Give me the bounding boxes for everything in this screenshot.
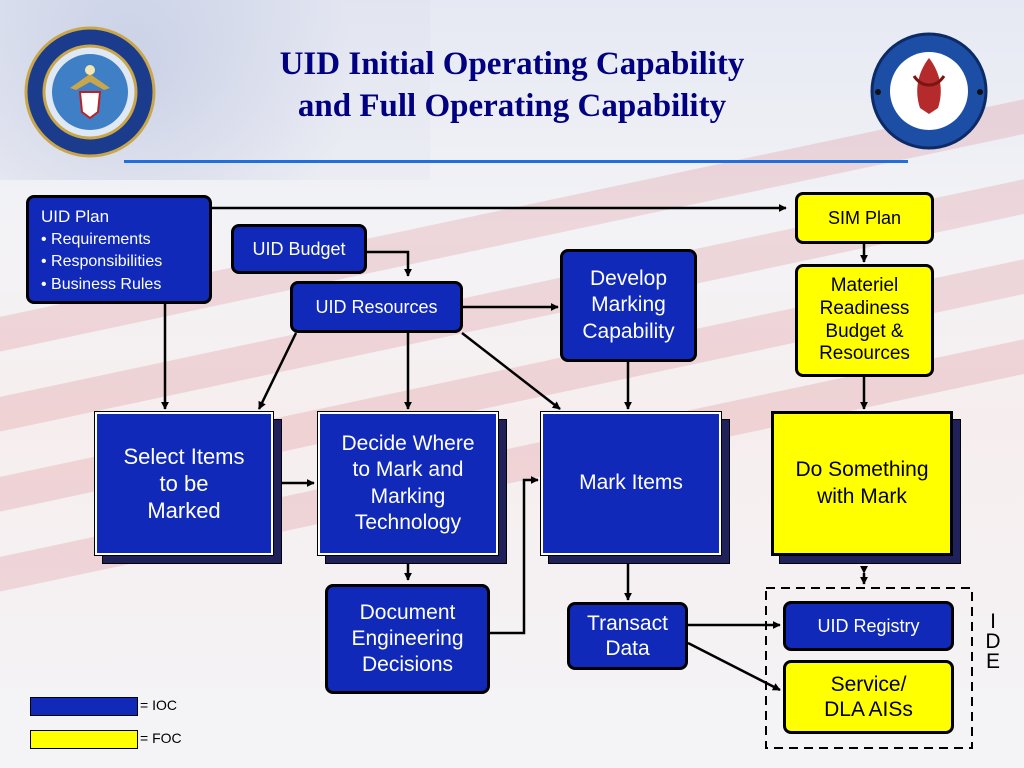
arrow-resources-to-select [257,332,298,410]
uid-plan-box: UID Plan • Requirements • Responsibiliti… [26,195,212,304]
uid-plan-bullet: • Responsibilities [41,253,163,271]
transact-data-box: Transact Data [567,602,688,670]
arrow-resources-to-mark [461,332,561,410]
uid-budget-box: UID Budget [231,224,367,274]
materiel-line: Budget & [825,320,904,342]
department-of-defense-seal-icon [24,26,156,158]
materiel-line: Readiness [819,297,910,319]
mark-items-label: Mark Items [579,471,683,495]
decide-where-line: Decide Where [341,432,475,456]
develop-marking-line: Capability [582,319,675,343]
decide-where-line: to Mark and [352,458,464,482]
do-something-line: Do Something [795,458,929,482]
arrow-budget-to-resources [365,250,412,277]
uid-plan-bullet: • Requirements [41,230,151,248]
uid-plan-bullet: • Business Rules [41,275,162,293]
document-eng-line: Decisions [361,653,454,677]
do-something-with-mark-box: Do Something with Mark [772,412,952,555]
service-dla-line: DLA AISs [824,698,913,721]
uid-registry-label: UID Registry [817,615,920,636]
select-items-box: Select Items to be Marked [95,412,273,555]
service-dla-line: Service/ [830,672,907,696]
transact-line: Data [605,637,650,660]
arrow-document-to-mark [490,476,539,635]
legend-foc-label: = FOC [140,730,182,746]
sim-plan-box: SIM Plan [795,192,934,244]
legend-ioc-label: = IOC [140,697,177,713]
develop-marking-line: Marking [591,293,666,317]
document-eng-line: Engineering [351,626,464,650]
ide-label: I D E [980,610,1006,673]
document-engineering-decisions-box: Document Engineering Decisions [325,584,490,694]
slide-title-line-1: UID Initial Operating Capability [279,46,745,82]
select-items-line: Marked [147,498,221,524]
service-dla-aiss-box: Service/ DLA AISs [783,660,954,734]
select-items-line: to be [159,470,209,496]
uid-registry-box: UID Registry [783,601,954,651]
uid-plan-title: UID Plan [41,207,110,226]
do-something-line: with Mark [817,484,907,508]
decide-where-to-mark-box: Decide Where to Mark and Marking Technol… [318,412,498,555]
uid-resources-label: UID Resources [315,296,438,317]
decide-where-line: Technology [354,510,462,534]
uid-resources-box: UID Resources [290,281,463,333]
mark-items-box: Mark Items [541,412,721,555]
dod-maintenance-seal-icon [870,32,988,150]
legend-ioc-swatch [30,697,138,716]
uid-budget-label: UID Budget [252,238,346,259]
develop-marking-line: Develop [589,267,668,291]
sim-plan-label: SIM Plan [827,207,902,228]
document-eng-line: Document [359,600,456,624]
arrow-transact-to-service [687,641,781,692]
legend-foc-swatch [30,730,138,749]
title-underline [124,160,908,163]
ide-letter: E [985,650,1000,673]
decide-where-line: Marking [370,484,446,508]
transact-line: Transact [587,611,668,635]
select-items-line: Select Items [123,443,245,469]
ide-dashed-boundary [765,587,973,749]
ide-letter: D [985,630,1001,653]
ide-letter: I [990,610,996,633]
materiel-line: Materiel [830,274,899,296]
develop-marking-capability-box: Develop Marking Capability [560,249,697,362]
slide-title-line-2: and Full Operating Capability [297,88,727,124]
materiel-line: Resources [819,343,910,365]
materiel-readiness-box: Materiel Readiness Budget & Resources [795,264,934,377]
